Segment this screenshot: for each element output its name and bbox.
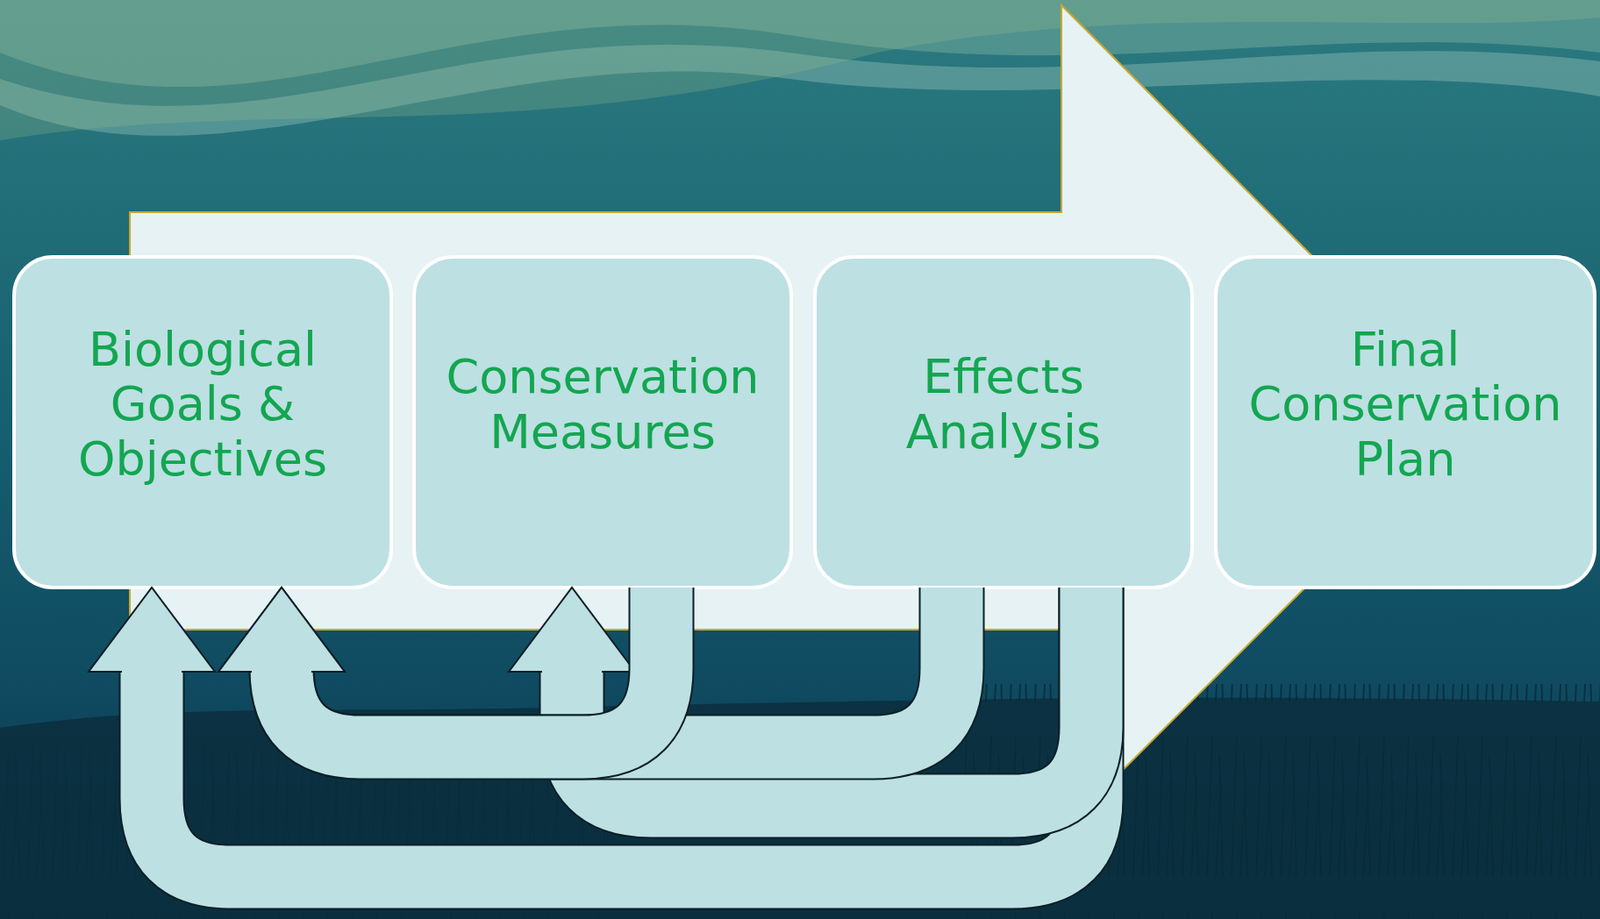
box-label: Biological Goals & Objectives — [25, 322, 380, 523]
box-label: Effects Analysis — [826, 350, 1181, 495]
process-box: Effects Analysis — [813, 255, 1194, 590]
process-box: Biological Goals & Objectives — [12, 255, 393, 590]
feedback-arrow — [218, 587, 662, 748]
box-label: Final Conservation Plan — [1228, 322, 1583, 523]
feedback-arrow — [218, 587, 952, 748]
process-box: Conservation Measures — [412, 255, 793, 590]
feedback-arrow — [88, 587, 1092, 878]
feedback-arrow — [508, 587, 1092, 807]
process-box: Final Conservation Plan — [1214, 255, 1597, 590]
box-label: Conservation Measures — [425, 350, 780, 495]
